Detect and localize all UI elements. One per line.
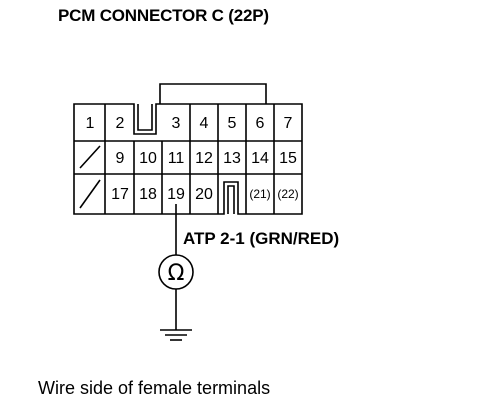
pin-22: (22) — [277, 187, 298, 201]
pin-3: 3 — [172, 115, 181, 132]
pin-2: 2 — [116, 115, 125, 132]
pin-20: 20 — [195, 186, 213, 203]
wire-label: ATP 2-1 (GRN/RED) — [183, 229, 339, 248]
connector-key-notch-bottom — [227, 185, 235, 214]
pin-10: 10 — [139, 150, 157, 167]
pin-11: 11 — [168, 150, 185, 167]
pin-5: 5 — [228, 115, 237, 132]
connector-lock-tab — [159, 83, 267, 104]
connector-key-notch-top — [137, 104, 153, 131]
unused-cavity-16 — [79, 179, 101, 209]
pin-19: 19 — [167, 186, 185, 203]
pin-1: 1 — [86, 115, 95, 132]
pin-4: 4 — [200, 115, 209, 132]
caption: Wire side of female terminals — [38, 378, 271, 398]
pin-14: 14 — [251, 150, 269, 167]
unused-cavity-8 — [79, 145, 101, 169]
pin-21: (21) — [249, 187, 270, 201]
pin-15: 15 — [279, 150, 297, 167]
pin-17: 17 — [111, 186, 129, 203]
ohm-icon: Ω — [168, 261, 185, 286]
pin-12: 12 — [195, 150, 213, 167]
pin-9: 9 — [116, 150, 125, 167]
pin-7: 7 — [284, 115, 293, 132]
connector-outline — [73, 103, 303, 215]
connector-title: PCM CONNECTOR C (22P) — [58, 6, 269, 25]
pin-13: 13 — [223, 150, 241, 167]
pin-18: 18 — [139, 186, 157, 203]
pin-6: 6 — [256, 115, 265, 132]
